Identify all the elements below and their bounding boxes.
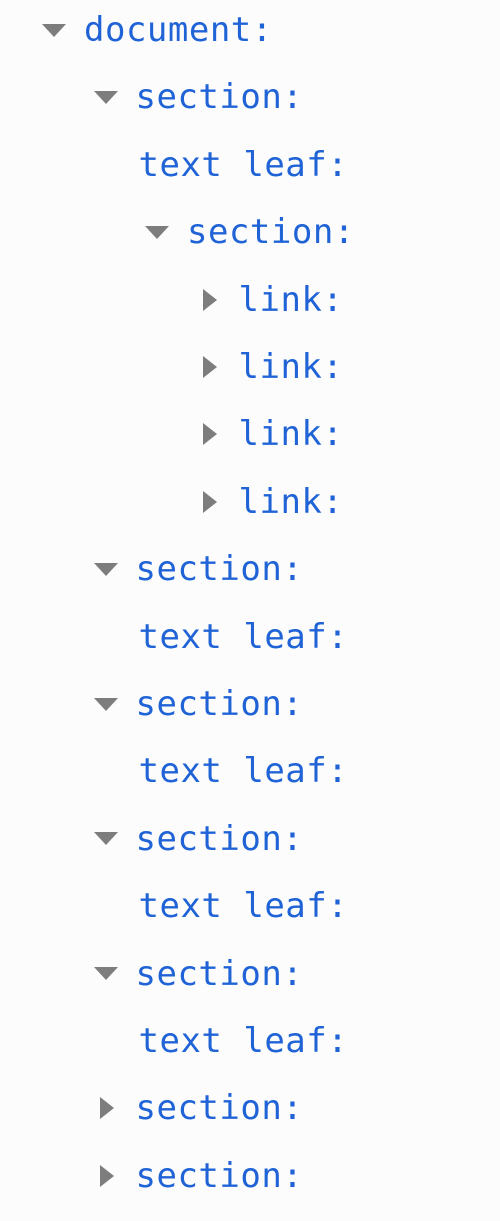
triangle-right-icon[interactable]: [94, 1163, 120, 1189]
tree-node-label: link:: [238, 414, 344, 455]
tree-node-label: link:: [238, 279, 344, 320]
tree-node[interactable]: text leaf:: [139, 1016, 349, 1066]
tree-node[interactable]: section:: [93, 814, 304, 864]
triangle-down-icon[interactable]: [93, 961, 120, 987]
tree-node-label: text leaf:: [138, 616, 349, 657]
tree-node-label: section:: [135, 818, 304, 859]
tree-node-label: link:: [238, 347, 344, 387]
tree-node[interactable]: text leaf:: [139, 140, 349, 190]
tree-node-label: section:: [135, 77, 304, 118]
tree-node-label: text leaf:: [138, 886, 349, 927]
tree-node[interactable]: section:: [93, 949, 304, 999]
triangle-right-icon[interactable]: [197, 489, 223, 515]
tree-node[interactable]: text leaf:: [139, 746, 349, 796]
tree-node-label: section:: [135, 684, 304, 724]
tree-node-label: section:: [135, 953, 304, 994]
tree-node-label: section:: [187, 212, 355, 253]
tree-node[interactable]: text leaf:: [139, 881, 349, 931]
tree-node-label: section:: [135, 1155, 304, 1196]
tree-node[interactable]: section:: [93, 679, 304, 729]
tree-node-label: document:: [84, 10, 273, 50]
tree-node[interactable]: section:: [94, 1083, 304, 1133]
triangle-down-icon[interactable]: [93, 691, 120, 717]
tree-node-label: link:: [238, 481, 344, 522]
tree-node[interactable]: link:: [197, 409, 344, 459]
triangle-right-icon[interactable]: [197, 287, 223, 313]
tree-node[interactable]: section:: [93, 544, 304, 594]
tree-node[interactable]: section:: [145, 207, 355, 257]
tree-node[interactable]: link:: [197, 477, 344, 527]
triangle-right-icon[interactable]: [197, 421, 223, 447]
triangle-down-icon[interactable]: [93, 84, 120, 110]
triangle-down-icon[interactable]: [145, 219, 171, 245]
triangle-right-icon[interactable]: [197, 354, 223, 380]
triangle-down-icon[interactable]: [42, 17, 68, 43]
tree-node-label: section:: [135, 549, 304, 590]
tree-node-label: text leaf:: [138, 1021, 349, 1061]
tree-node[interactable]: link:: [197, 275, 344, 325]
triangle-down-icon[interactable]: [93, 556, 120, 582]
tree-node[interactable]: document:: [42, 5, 273, 55]
tree-node-label: text leaf:: [138, 751, 349, 792]
triangle-down-icon[interactable]: [93, 826, 120, 852]
tree-node[interactable]: section:: [94, 1151, 304, 1201]
tree-node[interactable]: text leaf:: [139, 612, 349, 662]
tree-node[interactable]: section:: [93, 72, 304, 122]
tree-node-label: section:: [135, 1088, 304, 1129]
tree-node-label: text leaf:: [138, 144, 349, 185]
tree-node[interactable]: link:: [197, 342, 344, 392]
triangle-right-icon[interactable]: [94, 1095, 120, 1121]
